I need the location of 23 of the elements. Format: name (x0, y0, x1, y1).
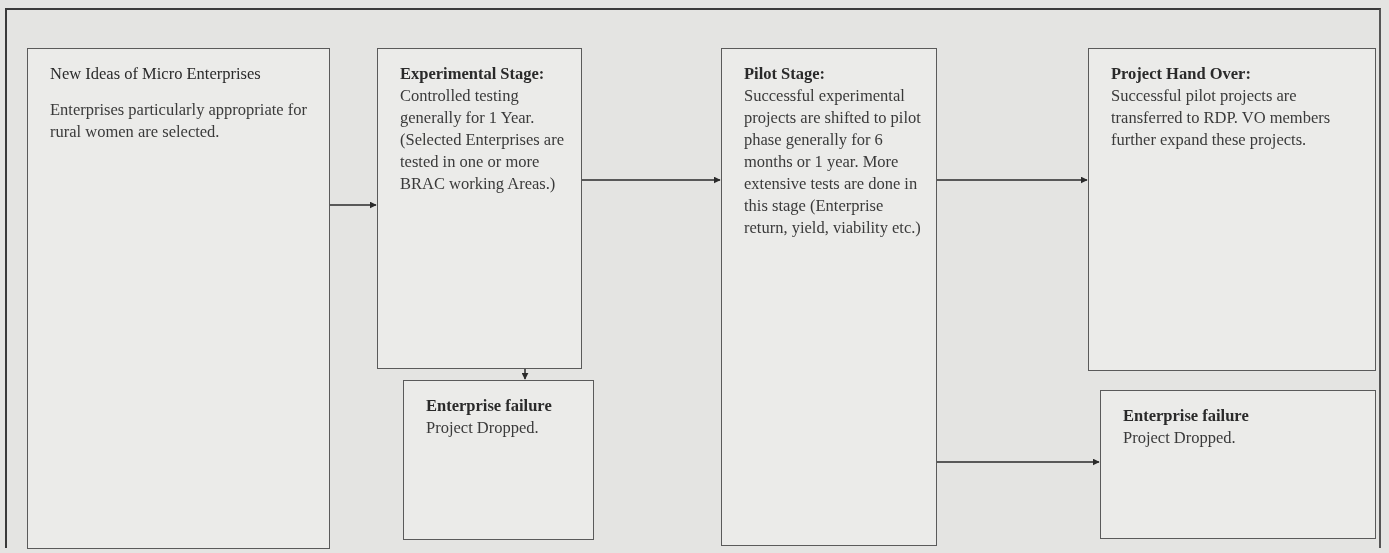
box-heading: New Ideas of Micro Enterprises (50, 63, 262, 85)
process-box (377, 48, 582, 369)
box-heading: Enterprise failure (1123, 405, 1250, 427)
arrow (936, 458, 1100, 466)
process-box (721, 48, 937, 546)
box-text: Controlled testing generally for 1 Year. (Selected Enterprises are tested in one or more BRAC working Areas.) (400, 85, 565, 195)
box-text: Enterprises particularly appropriate for rural women are selected. (50, 99, 308, 143)
process-box (27, 48, 330, 549)
box-text: Successful experimental projects are shifted to pilot phase generally for 6 months or 1 year. More extensive tests are done in this stage (Enterprise return, yield, viability etc.) (744, 85, 922, 239)
arrow (936, 176, 1088, 184)
process-box (403, 380, 594, 540)
box-heading: Pilot Stage: (744, 63, 827, 85)
process-box (1100, 390, 1376, 539)
process-box (1088, 48, 1376, 371)
box-heading: Enterprise failure (426, 395, 553, 417)
arrow (581, 176, 721, 184)
arrow (329, 201, 377, 209)
box-heading: Experimental Stage: (400, 63, 546, 85)
box-text: Project Dropped. (1123, 427, 1237, 449)
box-text: Successful pilot projects are transferred to RDP. VO members further expand these projects. (1111, 85, 1332, 151)
box-text: Project Dropped. (426, 417, 540, 439)
arrow (521, 368, 529, 380)
box-heading: Project Hand Over: (1111, 63, 1252, 85)
